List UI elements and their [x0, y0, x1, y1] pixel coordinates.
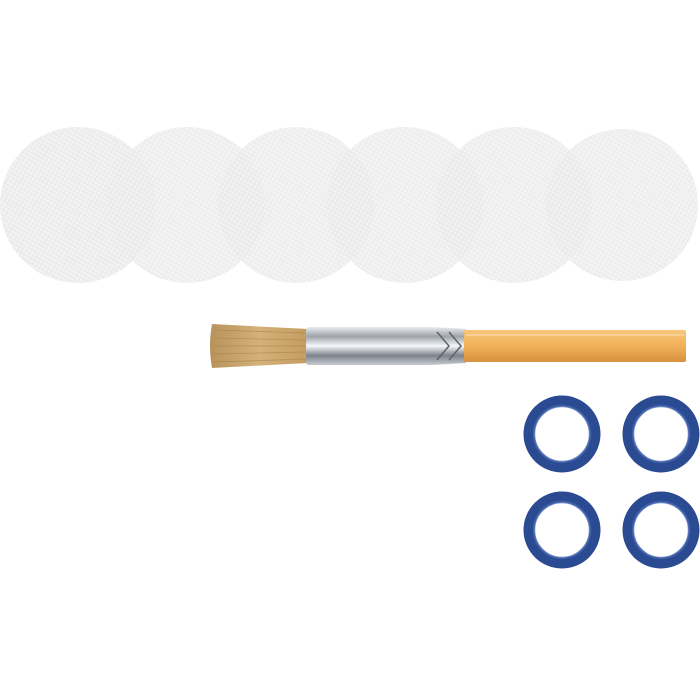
mesh-screen — [218, 127, 374, 283]
brush-ferrule — [306, 327, 434, 365]
brush-handle — [464, 330, 686, 362]
o-ring-group — [523, 395, 700, 569]
o-ring — [622, 395, 700, 473]
o-ring — [523, 395, 601, 473]
mesh-screen — [436, 127, 592, 283]
mesh-screen — [546, 129, 698, 281]
o-ring — [523, 491, 601, 569]
mesh-screen — [327, 127, 483, 283]
cleaning-brush — [210, 324, 686, 368]
mesh-screen — [0, 127, 156, 283]
o-ring — [622, 491, 700, 569]
mesh-screen — [109, 127, 265, 283]
mesh-screen-row — [0, 127, 698, 283]
